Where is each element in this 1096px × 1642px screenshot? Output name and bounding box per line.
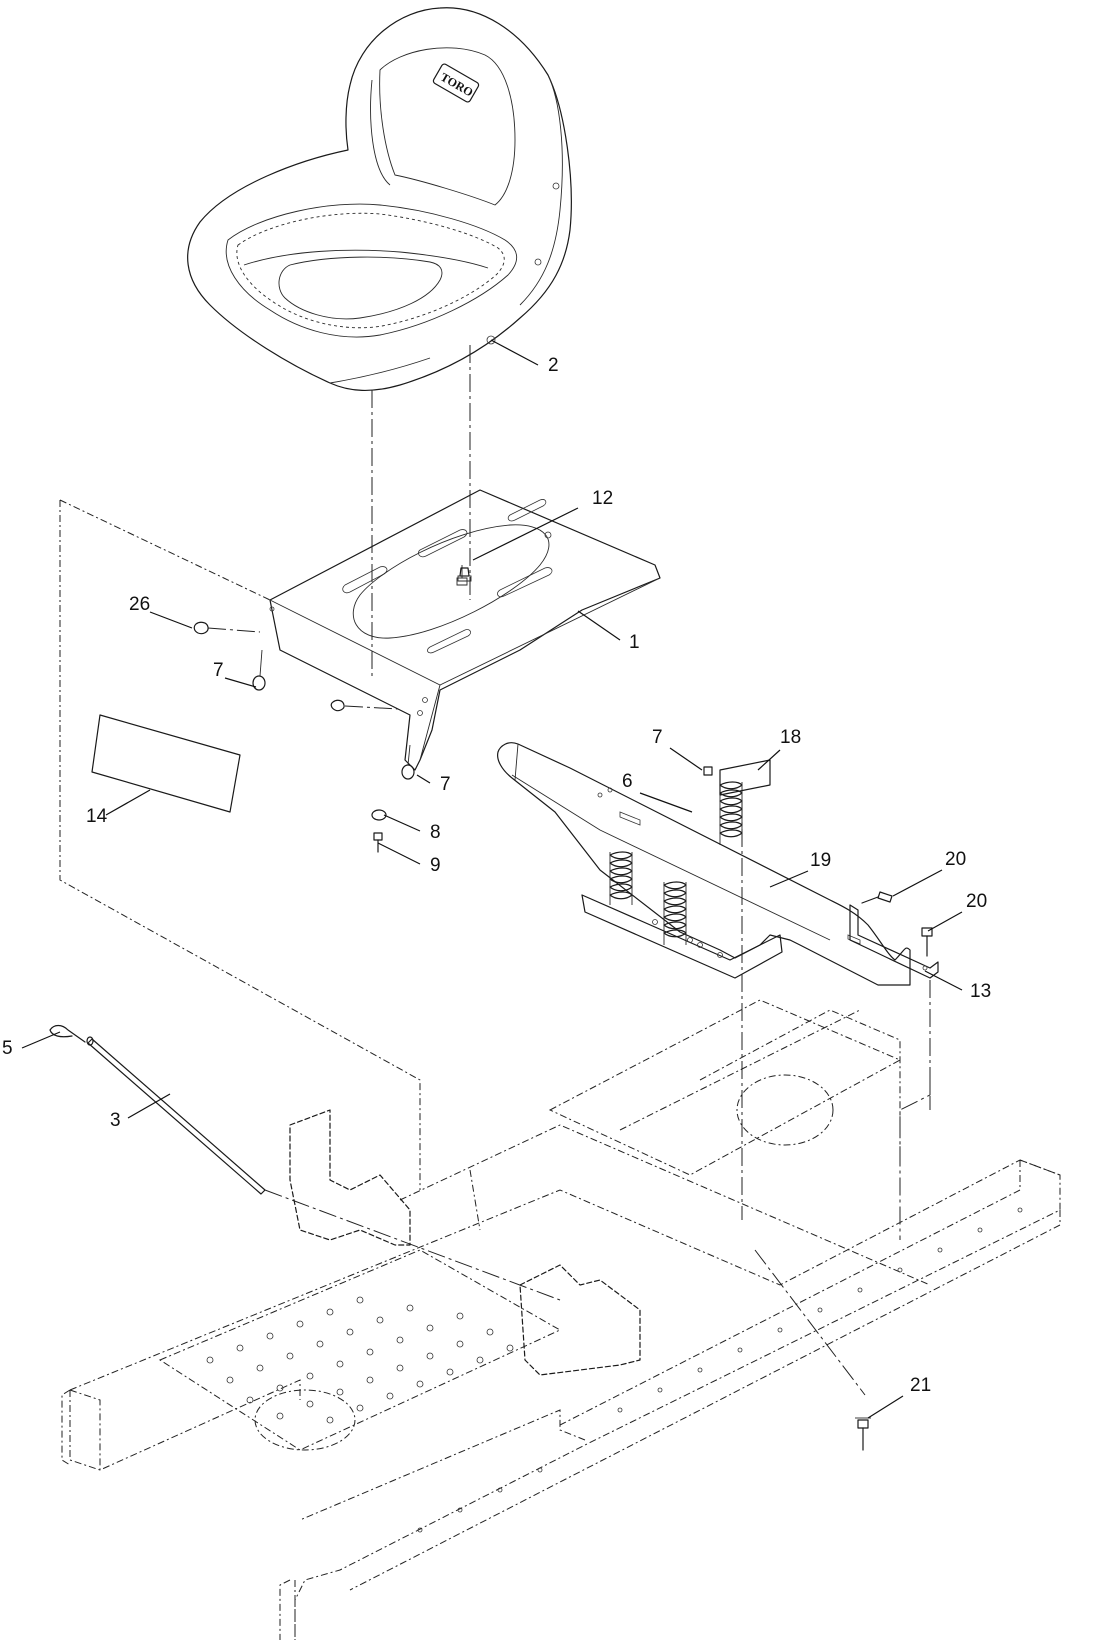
callout-leader-c19 — [769, 870, 809, 888]
callout-leader-c26 — [149, 611, 193, 629]
callout-label-c13: 13 — [970, 981, 991, 1002]
callout-label-c3: 3 — [110, 1110, 121, 1131]
callout-label-c20b: 20 — [966, 891, 987, 912]
rod-3 — [86, 1036, 266, 1195]
callout-label-c2: 2 — [548, 355, 559, 376]
callout-label-c7c: 7 — [652, 727, 663, 748]
knob-7-spring — [703, 766, 713, 776]
bolt-21 — [855, 1417, 871, 1451]
callout-leader-c1 — [577, 610, 621, 641]
callout-label-c18: 18 — [780, 727, 801, 748]
screw-pan-front — [330, 699, 399, 712]
callout-leader-c13 — [924, 970, 963, 991]
callout-label-c7b: 7 — [440, 774, 451, 795]
bolt-12 — [457, 567, 472, 582]
callout-label-c20a: 20 — [945, 849, 966, 870]
callout-leader-c8 — [383, 814, 421, 832]
callout-leader-c3 — [127, 1093, 171, 1119]
callout-label-c6: 6 — [622, 771, 633, 792]
callout-leader-c12 — [472, 507, 579, 561]
callout-label-c5: 5 — [2, 1038, 13, 1059]
callout-leader-c7b — [416, 774, 431, 784]
callout-leader-c9 — [377, 842, 421, 865]
knob-7-left — [252, 649, 266, 691]
callout-label-c19: 19 — [810, 850, 831, 871]
chassis-frame — [61, 999, 1061, 1640]
callout-label-c14: 14 — [86, 806, 108, 827]
bracket-13 — [849, 904, 939, 979]
callout-leader-c7a — [224, 677, 257, 688]
callout-leader-c5 — [21, 1031, 61, 1049]
callout-leader-c6 — [639, 792, 693, 813]
screw-26 — [193, 621, 261, 635]
suspension-arm-19 — [497, 742, 911, 986]
rail-hole-row — [417, 1207, 1023, 1533]
seat: TORO — [187, 7, 572, 392]
callout-leader-c14 — [105, 789, 151, 816]
seat-pan — [269, 489, 661, 771]
alignment-line — [264, 1189, 561, 1301]
hairpin-5 — [49, 1024, 86, 1043]
callout-label-c12: 12 — [592, 488, 613, 509]
callout-leader-c18 — [757, 749, 781, 771]
assembly-envelope — [59, 499, 421, 1190]
floor-hole-grid — [206, 1296, 514, 1424]
alignment-line — [754, 1249, 866, 1396]
spring-6a — [609, 851, 633, 905]
callout-label-c1: 1 — [629, 632, 640, 653]
callout-leader-c2 — [490, 339, 539, 366]
callout-label-c26: 26 — [129, 594, 150, 615]
callout-leader-c7c — [669, 747, 703, 771]
callout-leader-c20b — [927, 911, 963, 932]
callout-label-c8: 8 — [430, 822, 441, 843]
label-18 — [719, 759, 771, 796]
spring-6b — [663, 881, 687, 945]
alignment-line — [899, 1080, 931, 1240]
callout-leader-c20a — [892, 869, 943, 897]
knob-7-right — [401, 744, 415, 780]
decal-14 — [91, 714, 241, 813]
callout-label-c7a: 7 — [213, 660, 224, 681]
bolt-20-b — [921, 927, 933, 957]
callout-label-c9: 9 — [430, 855, 441, 876]
seat-logo-text: TORO — [438, 70, 475, 100]
washer-8 — [371, 809, 387, 821]
callout-leader-c21 — [867, 1395, 904, 1419]
bolt-20-a — [861, 891, 893, 904]
bolt-9 — [373, 832, 383, 853]
callout-label-c21: 21 — [910, 1375, 931, 1396]
spring-plate — [581, 894, 783, 979]
